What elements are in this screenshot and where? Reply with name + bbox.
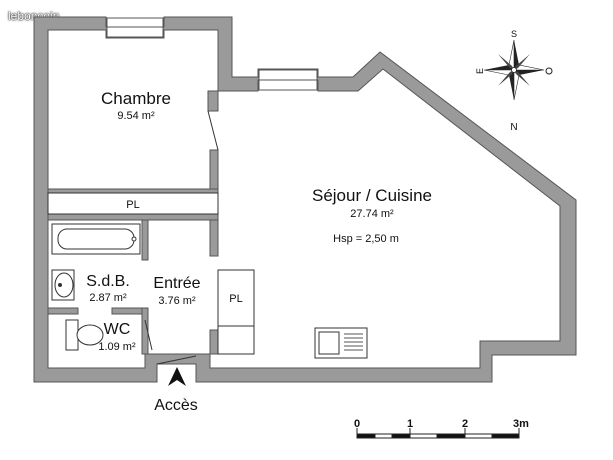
- door-chambre: [207, 110, 219, 151]
- washbasin: [51, 269, 75, 301]
- doors: [144, 110, 219, 365]
- access-label: Accès: [154, 397, 198, 414]
- room-chambre-area: 9.54 m²: [117, 110, 155, 122]
- bathtub: [51, 223, 141, 255]
- scale-tick-0: 0: [354, 418, 360, 430]
- closet-middle-label: PL: [229, 293, 242, 305]
- door-wc: [144, 319, 153, 351]
- closet-top: [47, 192, 219, 215]
- access-arrow-icon: [168, 367, 186, 386]
- compass-west-icon: [545, 67, 553, 75]
- scale-bar: [356, 428, 520, 439]
- kitchen-sink: [314, 327, 368, 359]
- ceiling-height: Hsp = 2,50 m: [333, 233, 399, 245]
- inner-wall-outline: [47, 29, 561, 369]
- room-wc-area: 1.09 m²: [98, 341, 136, 353]
- partitions: [47, 90, 219, 355]
- door-entry: [156, 355, 197, 365]
- room-chambre-name: Chambre: [101, 89, 171, 108]
- room-sejour-name: Séjour / Cuisine: [312, 186, 432, 205]
- room-sejour-area: 27.74 m²: [350, 208, 394, 220]
- toilet: [65, 319, 104, 351]
- room-sdb-area: 2.87 m²: [89, 292, 127, 304]
- room-sdb-name: S.d.B.: [86, 273, 130, 290]
- compass-rose-icon: [483, 39, 545, 101]
- scale-tick-2: 2: [462, 418, 468, 430]
- room-entree-area: 3.76 m²: [158, 295, 196, 307]
- scale-tick-1: 1: [407, 418, 413, 430]
- walls: [33, 16, 577, 383]
- compass-south: S: [511, 29, 517, 39]
- compass-east: E: [475, 68, 485, 74]
- closet-middle: [217, 269, 255, 355]
- room-entree-name: Entrée: [153, 275, 200, 292]
- closet-top-label: PL: [126, 199, 139, 211]
- scale-tick-3: 3m: [513, 418, 529, 430]
- windows: [106, 17, 318, 91]
- room-wc-name: WC: [104, 321, 131, 338]
- compass-north: N: [510, 122, 517, 133]
